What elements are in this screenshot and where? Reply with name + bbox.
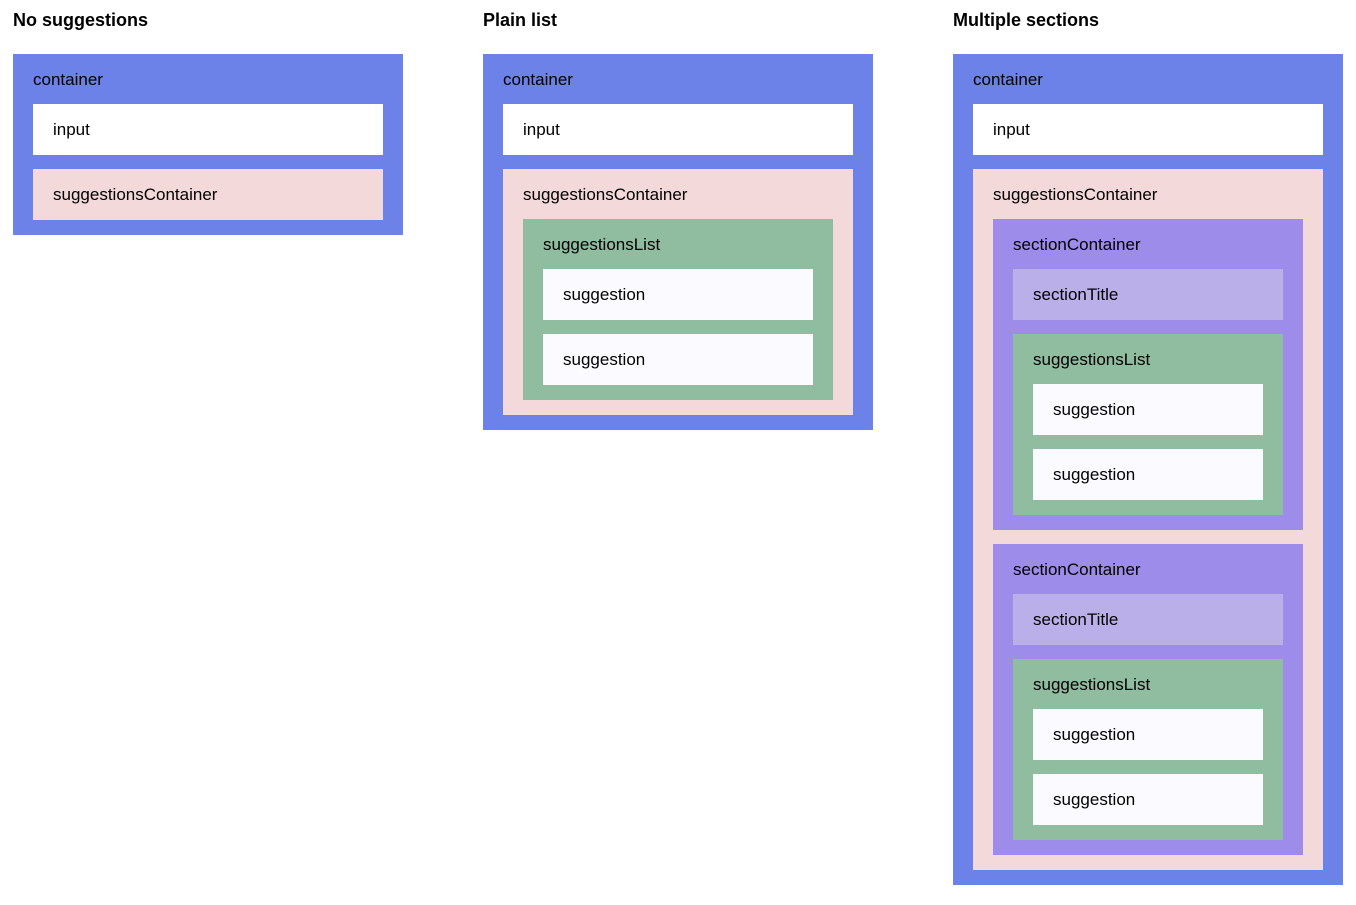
input-box: input [33,104,383,155]
section-title-box: sectionTitle [1013,269,1283,320]
section-title-box: sectionTitle [1013,594,1283,645]
suggestions-list-box: suggestionsList suggestion suggestion [1013,334,1283,515]
suggestions-container-box: suggestionsContainer suggestionsList sug… [503,169,853,415]
suggestion-item: suggestion [1033,449,1263,500]
suggestion-label: suggestion [563,350,646,369]
example-multiple-sections: Multiple sections container input sugges… [953,10,1343,885]
suggestion-label: suggestion [563,285,646,304]
container-box: container input suggestionsContainer sug… [483,54,873,430]
suggestion-item: suggestion [543,269,813,320]
example-plain-list: Plain list container input suggestionsCo… [483,10,873,430]
section-title-label: sectionTitle [1033,610,1119,629]
suggestions-container-box: suggestionsContainer sectionContainer se… [973,169,1323,870]
input-box: input [503,104,853,155]
suggestions-list-box: suggestionsList suggestion suggestion [523,219,833,400]
section-title-label: sectionTitle [1033,285,1119,304]
suggestion-item: suggestion [1033,774,1263,825]
input-label: input [523,120,560,139]
suggestions-container-label: suggestionsContainer [993,185,1158,204]
container-box: container input suggestionsContainer [13,54,403,235]
suggestion-item: suggestion [1033,384,1263,435]
suggestion-label: suggestion [1053,465,1136,484]
example-title: Plain list [483,10,558,30]
suggestion-label: suggestion [1053,725,1136,744]
example-title: Multiple sections [953,10,1100,30]
input-label: input [993,120,1030,139]
input-box: input [973,104,1323,155]
container-label: container [503,70,573,89]
example-no-suggestions: No suggestions container input suggestio… [13,10,403,235]
suggestion-label: suggestion [1053,400,1136,419]
suggestion-label: suggestion [1053,790,1136,809]
examples-row: No suggestions container input suggestio… [13,10,1343,885]
container-box: container input suggestionsContainer sec… [953,54,1343,885]
suggestions-list-box: suggestionsList suggestion suggestion [1013,659,1283,840]
input-label: input [53,120,90,139]
suggestions-list-label: suggestionsList [1033,350,1151,369]
suggestions-container-box: suggestionsContainer [33,169,383,220]
suggestion-item: suggestion [543,334,813,385]
section-container-label: sectionContainer [1013,560,1141,579]
container-label: container [973,70,1043,89]
suggestion-item: suggestion [1033,709,1263,760]
suggestions-list-label: suggestionsList [1033,675,1151,694]
section-container-box: sectionContainer sectionTitle suggestion… [993,219,1303,530]
section-container-box: sectionContainer sectionTitle suggestion… [993,544,1303,855]
suggestions-container-label: suggestionsContainer [53,185,218,204]
container-label: container [33,70,103,89]
section-container-label: sectionContainer [1013,235,1141,254]
suggestions-list-label: suggestionsList [543,235,661,254]
suggestions-container-label: suggestionsContainer [523,185,688,204]
example-title: No suggestions [13,10,149,30]
